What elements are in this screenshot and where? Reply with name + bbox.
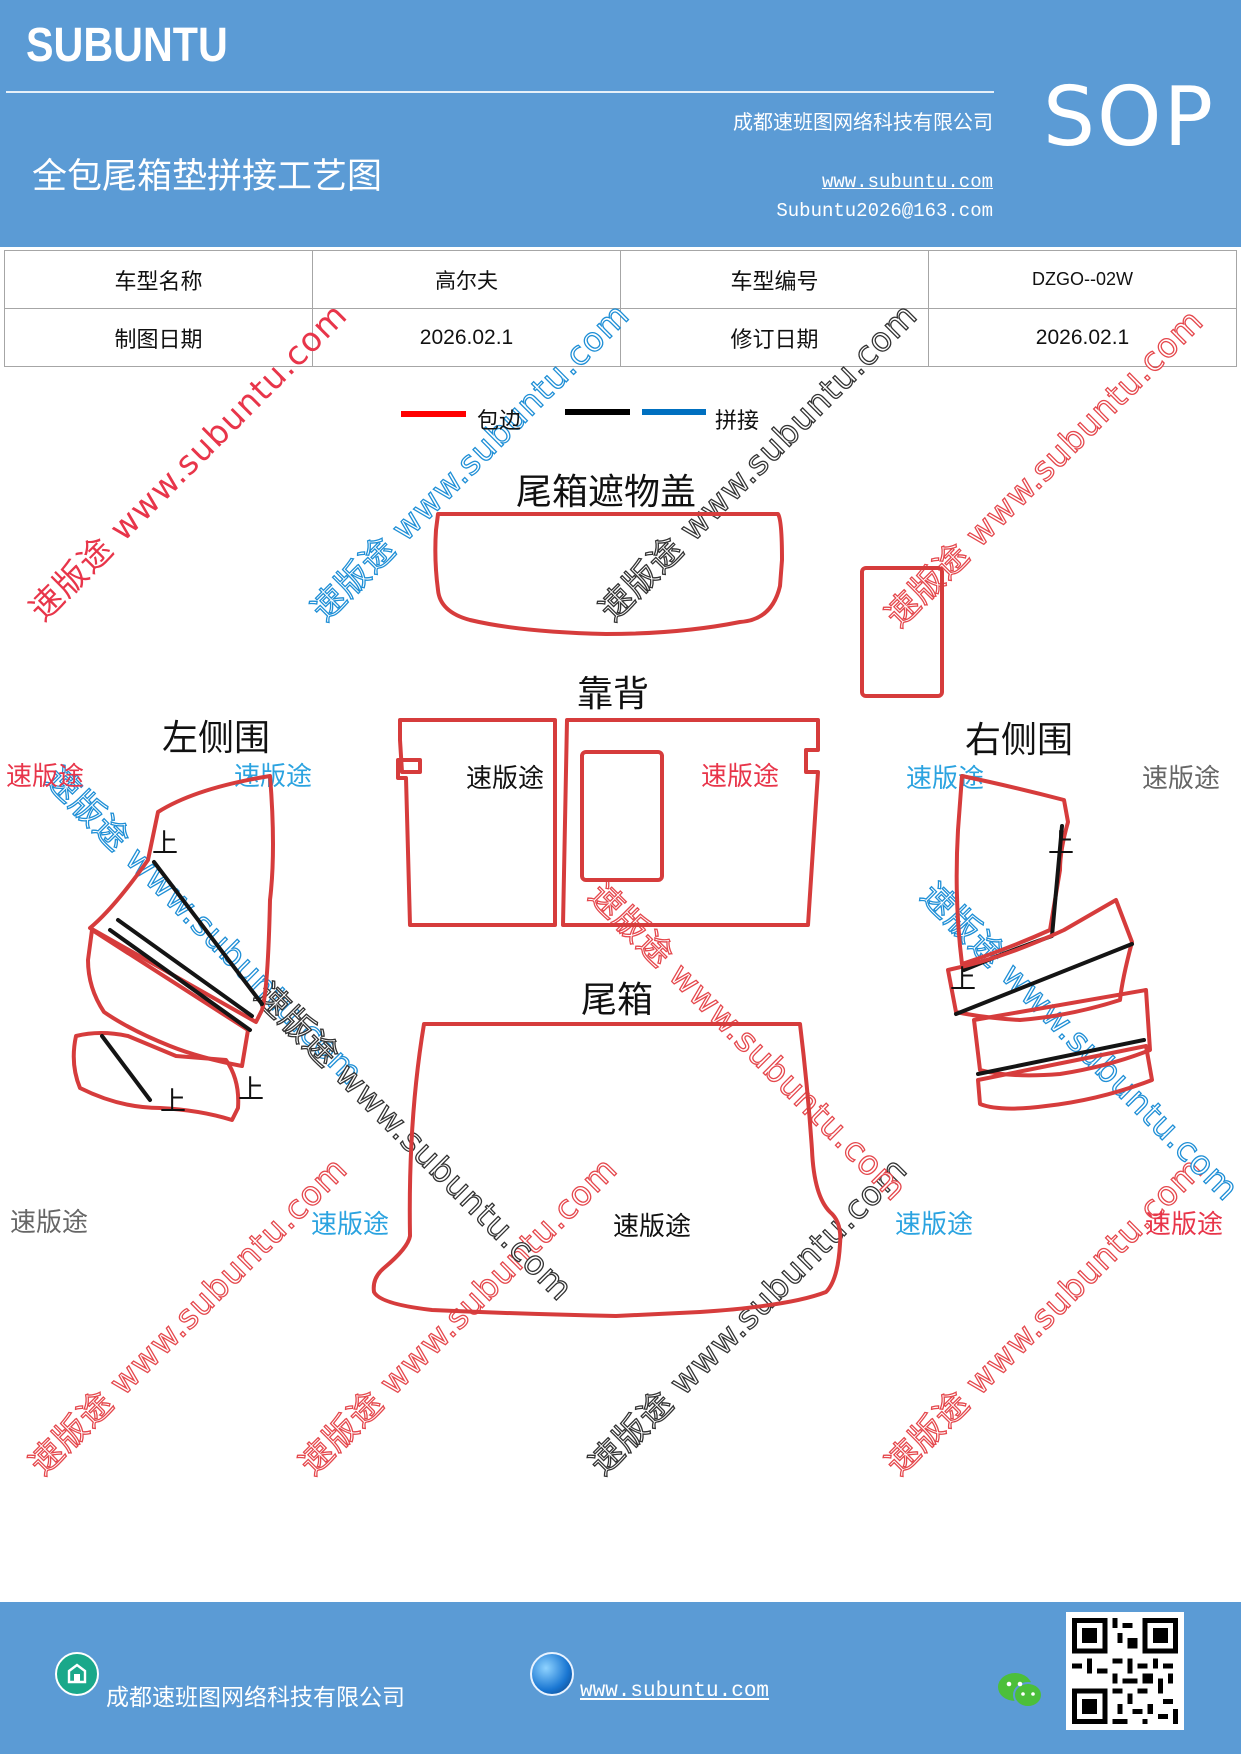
watermark-diagonal: 速版途 www.subuntu.com xyxy=(581,1148,916,1483)
piece-title-trunk: 尾箱 xyxy=(581,980,653,1021)
header-divider xyxy=(6,91,994,93)
table-row: 制图日期 2026.02.1 修订日期 2026.02.1 xyxy=(4,308,1237,367)
model-code-label: 车型编号 xyxy=(620,250,929,309)
left-wall-seam xyxy=(100,1034,152,1102)
website-link[interactable]: www.subuntu.com xyxy=(821,171,993,193)
model-code-value: DZGO--02W xyxy=(928,250,1237,309)
up-mark: 上 xyxy=(950,965,976,995)
globe-icon xyxy=(530,1652,574,1696)
piece-title-backrest: 靠背 xyxy=(577,674,649,715)
table-row: 车型名称 高尔夫 车型编号 DZGO--02W xyxy=(4,250,1237,309)
piece-title-right-side: 右侧围 xyxy=(965,720,1073,761)
watermark-brand: 速版途 xyxy=(613,1212,692,1242)
watermark-brand: 速版途 xyxy=(466,764,545,794)
watermark-brand: 速版途 xyxy=(906,764,985,794)
home-badge-icon xyxy=(55,1652,99,1696)
watermark-brand: 速版途 xyxy=(895,1210,974,1240)
watermark-brand: 速版途 xyxy=(311,1210,390,1240)
model-name-label: 车型名称 xyxy=(4,250,313,309)
legend: 包边 拼接 xyxy=(401,409,759,434)
up-mark: 上 xyxy=(160,1087,186,1117)
header-banner: SUBUNTU 成都速班图网络科技有限公司 全包尾箱垫拼接工艺图 www.sub… xyxy=(0,0,1241,247)
footer-company-name: 成都速班图网络科技有限公司 xyxy=(106,1685,405,1711)
revise-date-label: 修订日期 xyxy=(620,308,929,367)
brand-logo: SUBUNTU xyxy=(26,19,228,72)
company-name: 成都速班图网络科技有限公司 xyxy=(733,110,993,134)
wechat-icon[interactable] xyxy=(996,1670,1044,1710)
watermark-brand: 速版途 xyxy=(6,762,85,792)
piece-title-cover: 尾箱遮物盖 xyxy=(516,472,696,513)
watermark-diagonal: 速版途 www.subuntu.com xyxy=(877,1148,1212,1483)
watermark-diagonal: 速版途 www.subuntu.com xyxy=(581,874,916,1209)
piece-title-left-side: 左侧围 xyxy=(162,718,270,759)
footer-banner: 成都速班图网络科技有限公司 www.subuntu.com xyxy=(0,1602,1241,1754)
watermark-brand: 速版途 xyxy=(1145,1210,1224,1240)
watermark-diagonal: 速版途 www.subuntu.com xyxy=(913,874,1241,1209)
backrest-left-outline xyxy=(396,718,557,927)
backrest-cutout-outline xyxy=(580,750,664,882)
sop-badge: SOP xyxy=(1043,70,1216,165)
document-title: 全包尾箱垫拼接工艺图 xyxy=(32,157,383,197)
model-name-value: 高尔夫 xyxy=(312,250,621,309)
watermark-brand: 速版途 xyxy=(1142,764,1221,794)
vehicle-info-table: 车型名称 高尔夫 车型编号 DZGO--02W 制图日期 2026.02.1 修… xyxy=(4,250,1237,367)
draw-date-value: 2026.02.1 xyxy=(312,308,621,367)
up-mark: 上 xyxy=(238,1075,264,1105)
watermark-brand: 速版途 xyxy=(10,1208,89,1238)
watermark-brand: 速版途 xyxy=(234,762,313,792)
left-wall-bottom-outline xyxy=(71,1031,241,1122)
draw-date-label: 制图日期 xyxy=(4,308,313,367)
watermark-diagonal: 速版途 www.subuntu.com xyxy=(247,974,582,1309)
email-address: Subuntu2026@163.com xyxy=(776,200,993,222)
revise-date-value: 2026.02.1 xyxy=(928,308,1237,367)
watermark-brand: 速版途 xyxy=(701,762,780,792)
footer-website-link[interactable]: www.subuntu.com xyxy=(580,1680,770,1703)
qr-code xyxy=(1066,1612,1184,1730)
up-mark: 上 xyxy=(1048,829,1074,859)
